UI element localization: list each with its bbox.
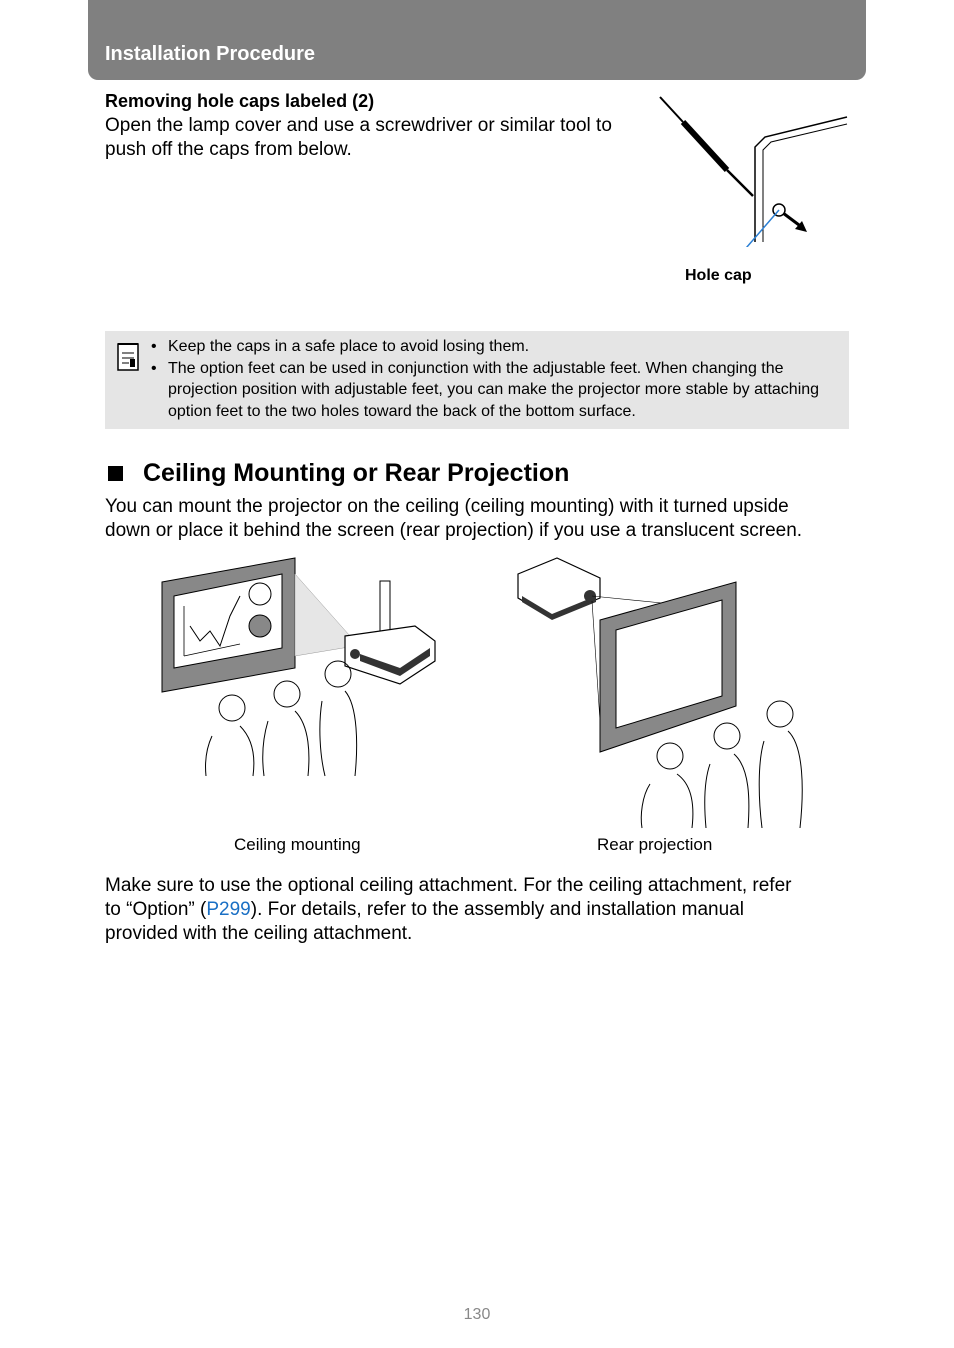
note-box: Keep the caps in a safe place to avoid l… — [105, 331, 849, 429]
hole-caps-text-line1: Open the lamp cover and use a screwdrive… — [105, 115, 612, 136]
section-outro-line1: Make sure to use the optional ceiling at… — [105, 875, 792, 896]
memo-icon — [117, 343, 139, 371]
section-intro-line1: You can mount the projector on the ceili… — [105, 496, 789, 517]
page-number: 130 — [463, 1306, 491, 1323]
ceiling-mounting-illustration — [161, 557, 436, 777]
section-intro-line2: down or place it behind the screen (rear… — [105, 520, 803, 541]
section-outro-line3: provided with the ceiling attachment. — [105, 923, 413, 944]
square-bullet-icon — [108, 466, 123, 481]
page-link-p299[interactable]: P299 — [206, 899, 251, 920]
hole-caps-text-line2: push off the caps from below. — [105, 139, 352, 160]
note-item: Keep the caps in a safe place to avoid l… — [151, 336, 841, 358]
section-heading: Ceiling Mounting or Rear Projection — [105, 459, 569, 488]
rear-projection-illustration — [517, 557, 803, 829]
caption-ceiling-mounting: Ceiling mounting — [234, 835, 361, 854]
outro-text-pre: to “Option” ( — [105, 899, 207, 920]
note-list: Keep the caps in a safe place to avoid l… — [151, 336, 841, 422]
note-item: The option feet can be used in conjuncti… — [151, 358, 841, 423]
outro-text-post: ). For details, refer to the assembly an… — [250, 899, 744, 920]
hole-cap-illustration — [659, 96, 848, 247]
caption-rear-projection: Rear projection — [597, 835, 713, 854]
header-title: Installation Procedure — [105, 43, 316, 65]
hole-caps-title: Removing hole caps labeled (2) — [105, 91, 375, 111]
hole-cap-label: Hole cap — [685, 267, 752, 284]
section-outro-line2: to “Option” (P299). For details, refer t… — [105, 898, 744, 922]
section-heading-text: Ceiling Mounting or Rear Projection — [143, 459, 570, 487]
page-header: Installation Procedure — [88, 0, 866, 80]
